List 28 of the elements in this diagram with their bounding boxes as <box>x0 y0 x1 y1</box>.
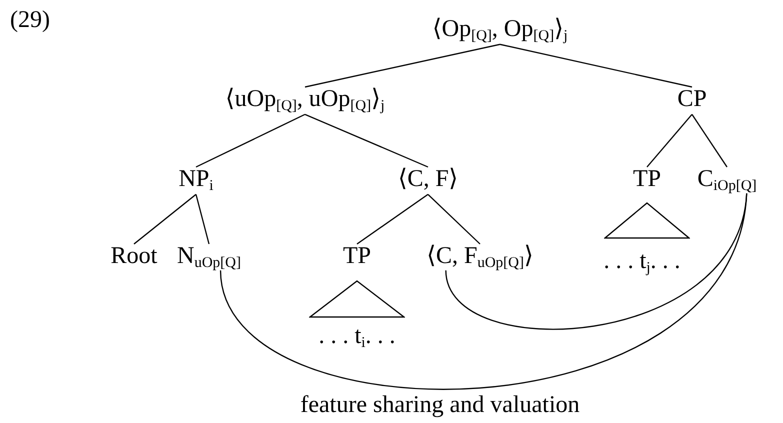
tree-node-label: ⟨C, F⟩ <box>398 166 458 192</box>
tree-branch-line <box>356 194 428 244</box>
tree-node-label: . . . t$_{j}$. . . <box>604 248 680 274</box>
tree-node-label: C$_{iOp[Q]}$ <box>697 166 757 192</box>
tree-branch-line <box>196 114 306 168</box>
annotation-text: feature sharing and valuation <box>300 392 580 418</box>
tree-node-label: ⟨Op$_{[Q]}$, Op$_{[Q]}$⟩$_{j}$ <box>432 16 568 42</box>
tree-branch-line <box>428 194 480 244</box>
feature-sharing-curve <box>445 193 748 330</box>
tree-node-label: . . . t$_{i}$. . . <box>318 323 396 350</box>
tree-branch-line <box>195 194 210 244</box>
tree-branch-line <box>646 114 692 168</box>
triangle-roof <box>309 280 405 318</box>
tree-node-label: TP <box>343 243 371 270</box>
tree-node-label: ⟨uOp$_{[Q]}$, uOp$_{[Q]}$⟩$_{j}$ <box>225 86 385 112</box>
tree-branch-line <box>134 194 196 244</box>
triangle-roof <box>604 202 690 239</box>
tree-node-label: CP <box>677 86 707 112</box>
tree-branch-line <box>692 114 728 168</box>
example-number: (29) <box>10 7 50 34</box>
tree-node-label: NP$_{i}$ <box>178 166 214 192</box>
tree-branch-line <box>500 44 692 88</box>
tree-branch-line <box>304 114 428 168</box>
tree-branch-line <box>304 44 500 88</box>
tree-node-label: TP <box>633 166 661 192</box>
tree-node-label: ⟨C, F$_{uOp[Q]}$⟩ <box>426 243 534 270</box>
tree-node-label: N$_{uOp[Q]}$ <box>177 243 241 270</box>
tree-node-label: Root <box>110 243 158 270</box>
